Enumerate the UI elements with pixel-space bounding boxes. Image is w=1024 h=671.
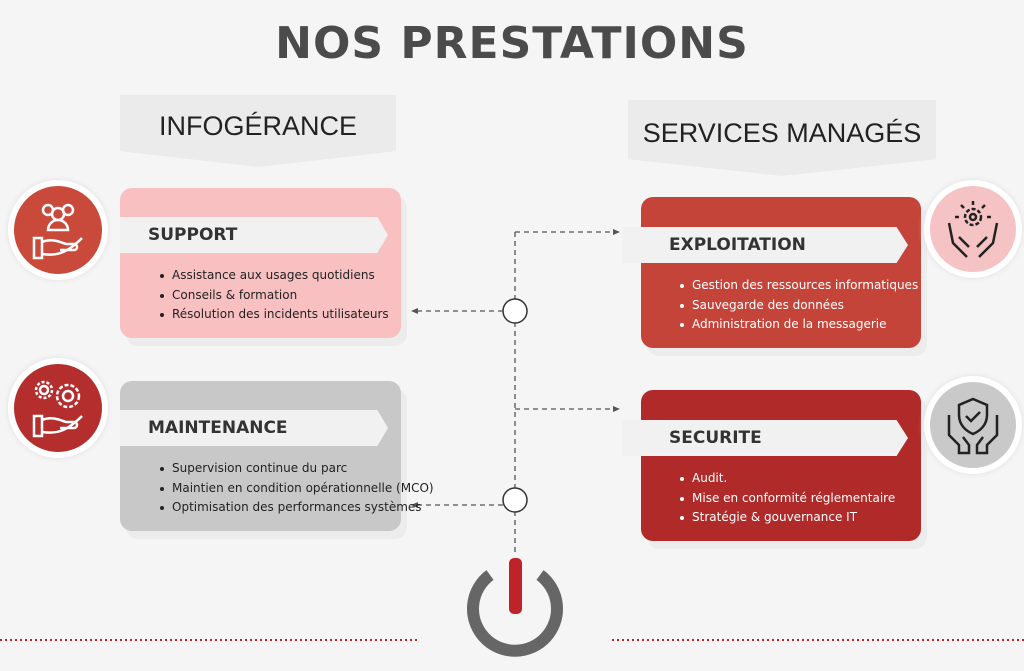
support-title: SUPPORT [120, 217, 388, 253]
junction-node [502, 298, 528, 324]
infogerance-heading: INFOGÉRANCE [120, 95, 396, 167]
page-title: NOS PRESTATIONS [275, 18, 749, 69]
list-item: Audit. [680, 471, 895, 491]
support-team-hand-icon [8, 180, 108, 280]
list-item: Mise en conformité réglementaire [680, 491, 895, 511]
securite-card [641, 390, 921, 541]
list-item: Sauvegarde des données [680, 298, 918, 318]
junction-node [502, 487, 528, 513]
securite-shield-hands-icon [924, 376, 1022, 474]
securite-list: Audit. Mise en conformité réglementaire … [680, 471, 895, 530]
maintenance-gears-hand-icon [8, 358, 108, 458]
maintenance-title: MAINTENANCE [120, 410, 388, 446]
exploitation-gear-hands-icon [924, 180, 1022, 278]
support-card [120, 188, 401, 338]
exploitation-list: Gestion des ressources informatiques Sau… [680, 278, 918, 337]
exploitation-title: EXPLOITATION [622, 227, 908, 263]
maintenance-card [120, 381, 401, 531]
securite-title: SECURITE [622, 420, 908, 456]
exploitation-card [641, 197, 921, 348]
list-item: Conseils & formation [160, 288, 389, 308]
list-item: Résolution des incidents utilisateurs [160, 307, 389, 327]
list-item: Administration de la messagerie [680, 317, 918, 337]
support-list: Assistance aux usages quotidiens Conseil… [160, 268, 389, 327]
services-manages-heading: SERVICES MANAGÉS [628, 100, 936, 176]
power-icon [467, 558, 563, 657]
maintenance-list: Supervision continue du parc Maintien en… [160, 461, 434, 520]
list-item: Stratégie & gouvernance IT [680, 510, 895, 530]
list-item: Optimisation des performances systèmes [160, 500, 434, 520]
list-item: Maintien en condition opérationnelle (MC… [160, 481, 434, 501]
list-item: Supervision continue du parc [160, 461, 434, 481]
list-item: Gestion des ressources informatiques [680, 278, 918, 298]
list-item: Assistance aux usages quotidiens [160, 268, 389, 288]
